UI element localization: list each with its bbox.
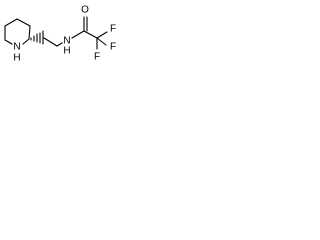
ring-nitrogen-label: N bbox=[13, 42, 20, 53]
stereo-hashed-wedge bbox=[30, 30, 44, 45]
ring-bond bbox=[22, 38, 30, 45]
ring-hydrogen-label: H bbox=[13, 53, 20, 64]
ring-nh-label: N H bbox=[13, 42, 20, 64]
fluorine-label-bottom: F bbox=[94, 52, 100, 63]
oxygen-label: O bbox=[81, 5, 89, 16]
amide-bond bbox=[71, 30, 85, 39]
ring-bond bbox=[28, 25, 31, 40]
chemical-structure: N H N H O F F F bbox=[4, 5, 116, 64]
methylene-bond bbox=[56, 42, 63, 47]
fluorine-label-top: F bbox=[110, 24, 116, 35]
ring-bond bbox=[4, 39, 13, 45]
piperidine-ring bbox=[4, 18, 31, 45]
amide-nh-label: N H bbox=[63, 36, 70, 57]
carbonyl-double-bond bbox=[83, 16, 88, 32]
methylene-bond bbox=[43, 37, 58, 47]
amide-nitrogen-label: N bbox=[63, 36, 70, 47]
amide-hydrogen-label: H bbox=[63, 46, 70, 57]
c-c-bond bbox=[83, 30, 98, 39]
c-f-bond bbox=[96, 31, 108, 39]
ring-bond bbox=[4, 18, 18, 27]
fluorine-label-right: F bbox=[110, 42, 116, 53]
c-f-bond bbox=[96, 37, 107, 46]
ring-bond bbox=[16, 18, 31, 27]
